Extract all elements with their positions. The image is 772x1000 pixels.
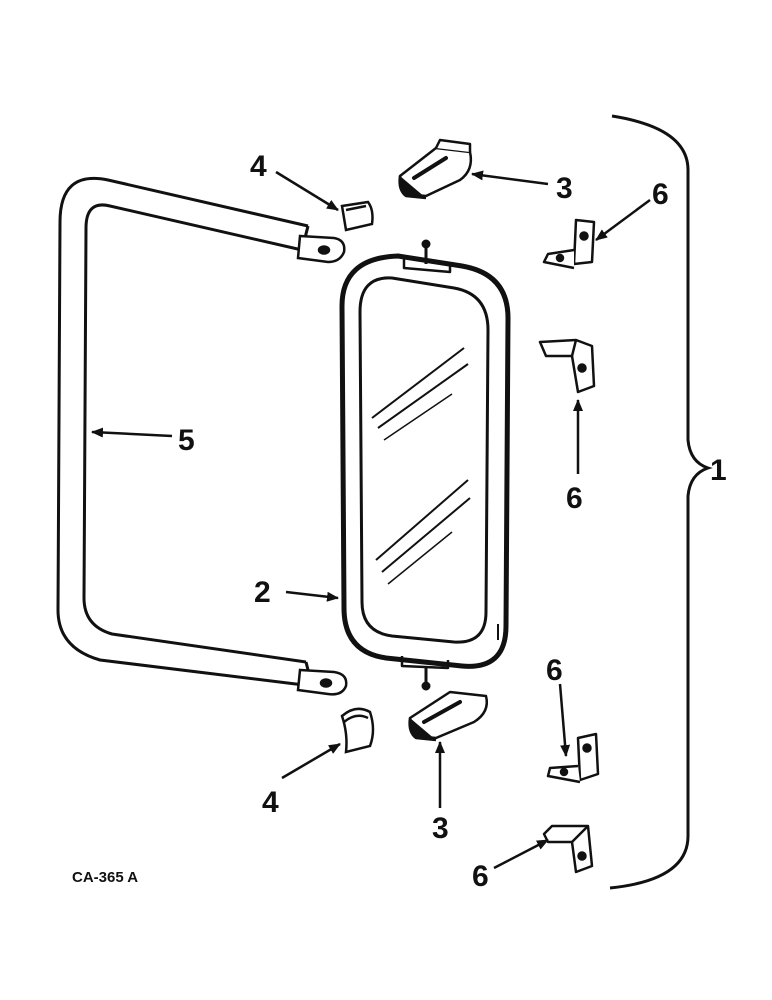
arm-end-top — [296, 234, 346, 264]
arm-end-bottom — [296, 668, 348, 696]
callout-cap-bottom: 4 — [262, 786, 279, 819]
clamp-bottom — [408, 690, 488, 742]
figure-code: CA-365 A — [72, 869, 138, 886]
callout-bracket-c: 6 — [546, 654, 563, 687]
callout-bracket-b: 6 — [566, 482, 583, 515]
callout-clamp-top: 3 — [556, 172, 573, 205]
callout-clamp-bottom: 3 — [432, 812, 449, 845]
callout-bracket-a: 6 — [652, 178, 669, 211]
bracket-a — [542, 218, 596, 270]
callout-arm: 5 — [178, 424, 195, 457]
callout-cap-top: 4 — [250, 150, 267, 183]
leader-arrows — [91, 170, 651, 870]
bracket-d — [542, 824, 594, 874]
cap-top — [340, 200, 374, 232]
assembly-brace — [609, 114, 713, 890]
mirror-head — [339, 239, 511, 691]
bracket-c — [546, 732, 600, 784]
bracket-b — [538, 338, 596, 394]
cap-bottom — [340, 707, 375, 754]
callout-assembly: 1 — [710, 454, 727, 487]
callout-mirror-head: 2 — [254, 576, 271, 609]
clamp-top — [398, 138, 473, 200]
callout-bracket-d: 6 — [472, 860, 489, 893]
